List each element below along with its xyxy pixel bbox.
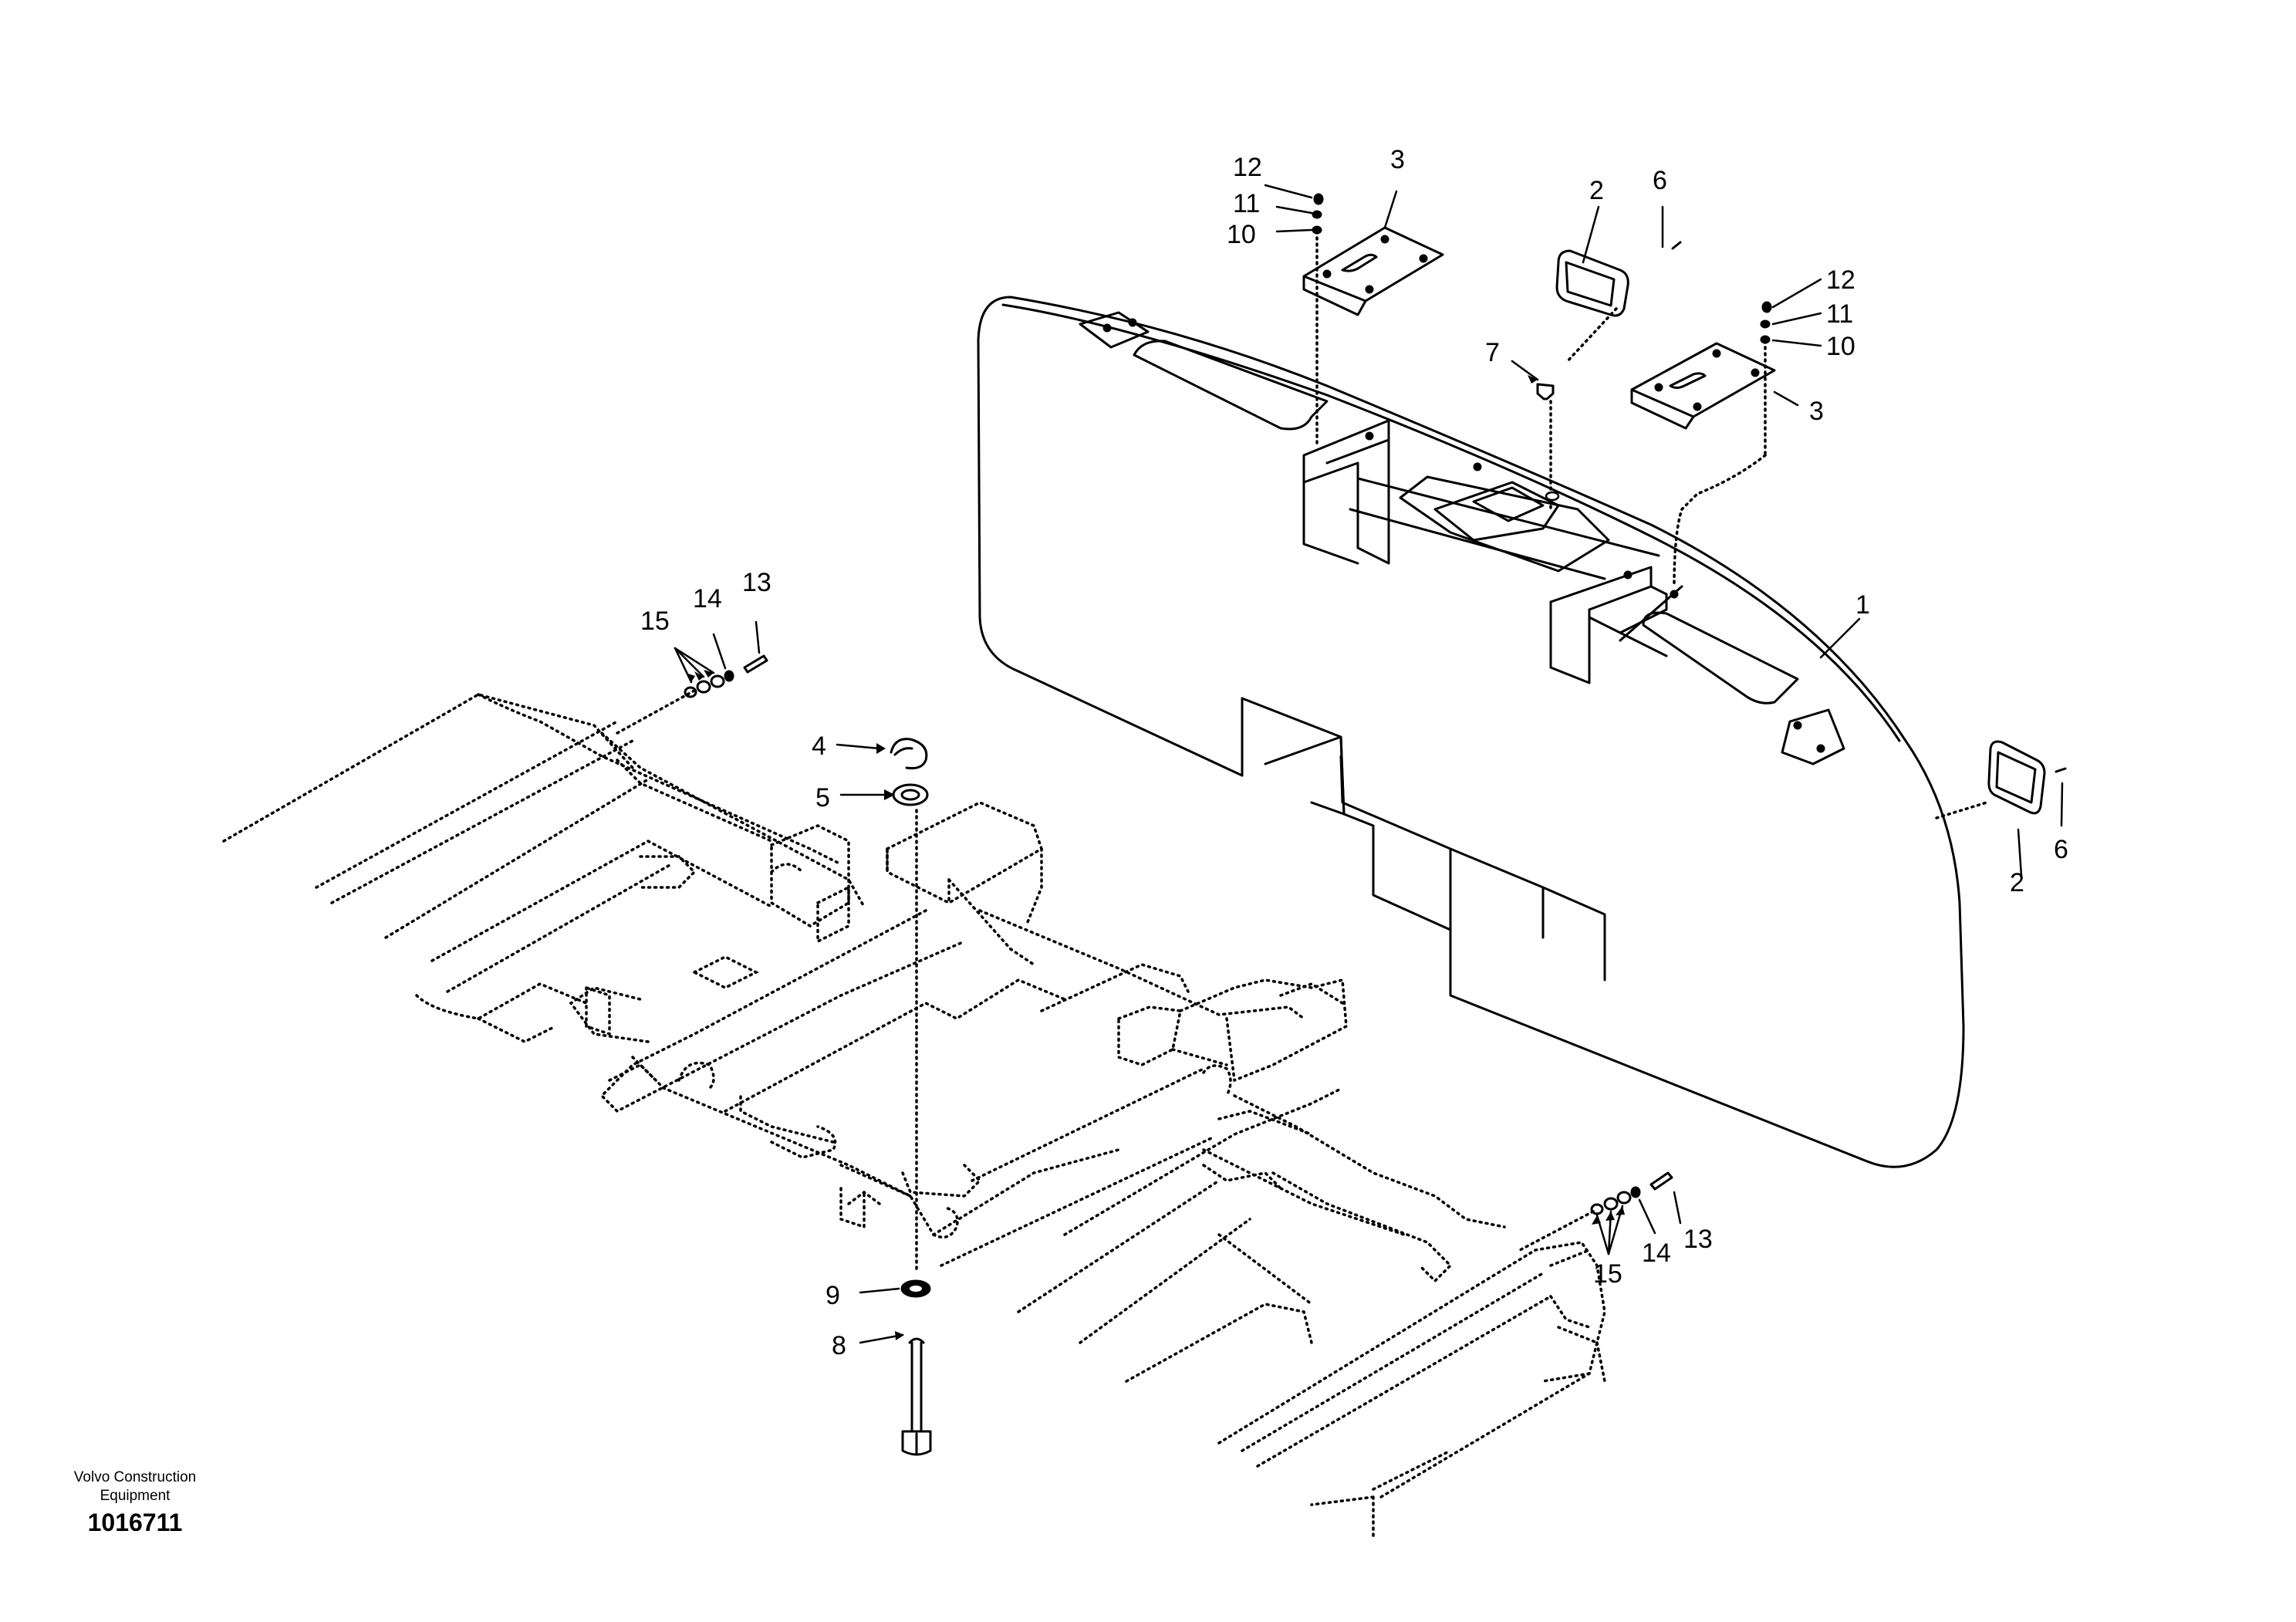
brand-line-1: Volvo Construction [73,1469,197,1485]
leader-arrowheads [686,375,1625,1340]
callout-12-right: 12 [1826,265,1855,295]
callout-3-right: 3 [1809,397,1824,426]
callout-14-right: 14 [1642,1238,1671,1268]
callout-2-top: 2 [1589,176,1604,205]
washer-5 [892,783,929,806]
bolt-8 [901,1337,932,1456]
callout-7: 7 [1485,338,1500,367]
pin-6-top [1671,241,1682,250]
u-clip-4 [890,738,928,769]
callout-10-left: 10 [1227,220,1256,249]
chassis-frame [222,693,1606,1537]
fastener-stack-right [1760,301,1772,344]
callout-10-right: 10 [1826,332,1855,361]
reflector-top [1555,249,1629,317]
callout-8: 8 [832,1331,846,1360]
callout-15-right: 15 [1593,1259,1622,1289]
counterweight [977,296,1965,1168]
pin-6-right [2055,767,2067,773]
washer-ring [1545,491,1560,502]
callout-11-left: 11 [1233,189,1260,218]
brand-caption: Volvo Construction Equipment [54,1468,216,1505]
callout-9: 9 [826,1281,840,1310]
washer-9 [900,1279,931,1298]
assembly-guide-lines [616,230,1988,1275]
leader-lines [674,184,2064,1344]
callout-13-right: 13 [1683,1225,1713,1254]
callout-6-right: 6 [2054,835,2068,864]
callout-12-left: 12 [1233,153,1262,182]
bolt-set-right [1590,1171,1673,1215]
mounting-plate-right [1630,342,1776,430]
callout-3-left: 3 [1390,145,1405,174]
reference-number: 1016711 [87,1509,183,1536]
bolt-set-left [684,654,768,698]
callout-11-right: 11 [1826,299,1853,329]
callout-2-right: 2 [2010,868,2024,897]
reflector-right [1987,740,2046,815]
callout-15-left: 15 [640,607,670,636]
callout-1: 1 [1855,590,1870,620]
bolt-7 [1536,383,1555,400]
callout-5: 5 [815,783,830,813]
callout-labels: 1 2 2 3 3 4 5 6 6 7 8 9 10 10 11 11 12 1… [640,145,2068,1360]
mounting-plate-left [1302,226,1444,316]
brand-line-2: Equipment [100,1488,171,1504]
callout-13-left: 13 [742,568,772,597]
fastener-stack-left [1312,193,1324,235]
callout-14-left: 14 [693,584,722,613]
callout-6-top: 6 [1653,166,1667,195]
callout-4: 4 [812,732,826,761]
